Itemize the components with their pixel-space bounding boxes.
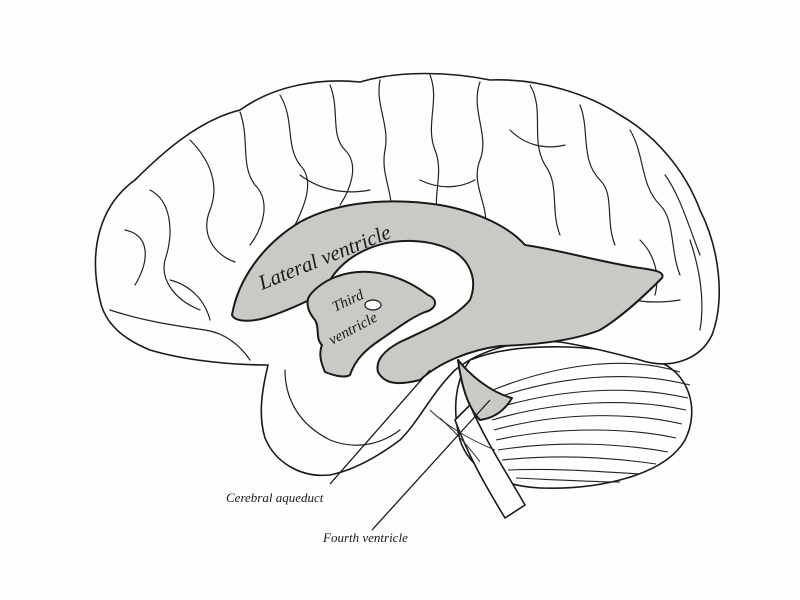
ventricular-system: Lateral ventricle Third ventricle [231, 200, 664, 421]
cerebral-aqueduct-leader [329, 369, 431, 485]
cerebellum [454, 346, 693, 489]
brain-stem [429, 404, 526, 519]
third-ventricle-shape [306, 270, 436, 378]
fourth-ventricle-shape [457, 359, 513, 421]
cerebral-aqueduct-label: Cerebral aqueduct [226, 490, 324, 505]
lateral-ventricle-shape [231, 200, 664, 385]
fourth-ventricle-leader [371, 399, 491, 531]
fourth-ventricle-label: Fourth ventricle [323, 530, 408, 545]
